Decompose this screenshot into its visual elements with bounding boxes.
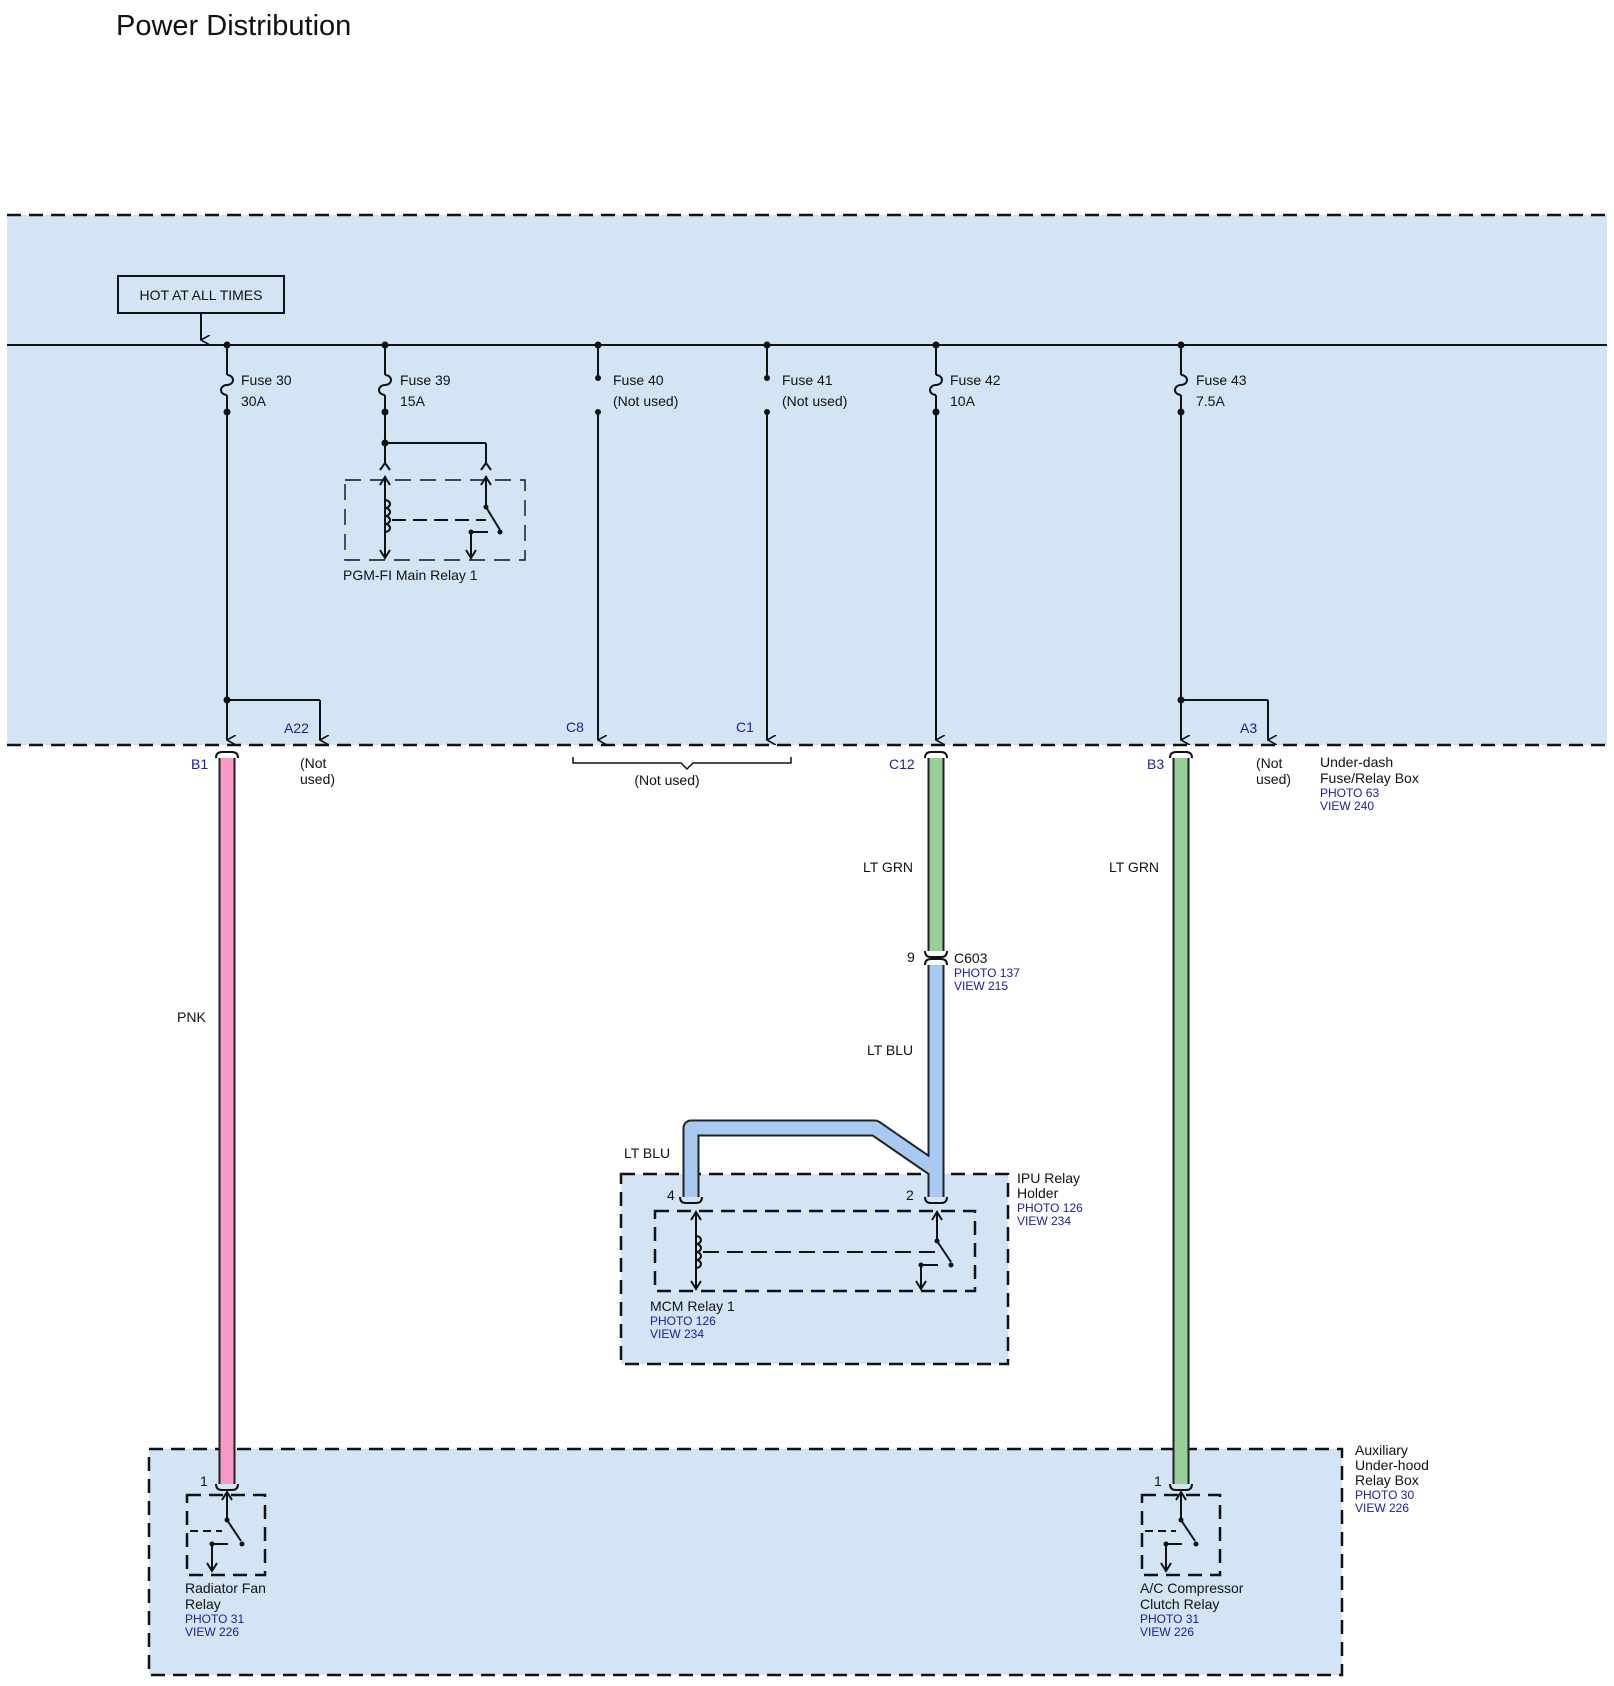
- fuse-42-name: Fuse 42: [950, 372, 1001, 388]
- fuse-43-name: Fuse 43: [1196, 372, 1247, 388]
- fuse-39-rating: 15A: [400, 393, 426, 409]
- c603-view-ref: VIEW 215: [954, 979, 1008, 993]
- ac-compressor-clutch-relay: 1 A/C Compressor Clutch Relay PHOTO 31 V…: [1140, 1473, 1244, 1639]
- pin-c8: C8: [566, 719, 584, 735]
- fuse-41-rating: (Not used): [782, 393, 847, 409]
- ac-relay-label-2: Clutch Relay: [1140, 1596, 1219, 1612]
- ipu-pin-2: 2: [906, 1187, 914, 1203]
- svg-text:Under-dash: Under-dash: [1320, 754, 1393, 770]
- rad-relay-label-1: Radiator Fan: [185, 1580, 266, 1596]
- ltblu-wire-label-1: LT BLU: [867, 1042, 913, 1058]
- mcm-view-ref: VIEW 234: [650, 1327, 704, 1341]
- pgm-relay-label: PGM-FI Main Relay 1: [343, 567, 478, 583]
- c603-photo-ref: PHOTO 137: [954, 966, 1020, 980]
- ac-relay-view-ref: VIEW 226: [1140, 1625, 1194, 1639]
- pnk-wire: PNK: [177, 751, 239, 1484]
- mcm-photo-ref: PHOTO 126: [650, 1314, 716, 1328]
- ac-relay-photo-ref: PHOTO 31: [1140, 1612, 1199, 1626]
- pin-c12: C12: [889, 756, 915, 772]
- c603-pin: 9: [907, 949, 915, 965]
- ac-relay-pin: 1: [1154, 1473, 1162, 1489]
- ltblu-wire: LT BLU LT BLU 4 2: [624, 965, 948, 1204]
- rad-relay-photo-ref: PHOTO 31: [185, 1612, 244, 1626]
- ltblu-wire-label-2: LT BLU: [624, 1145, 670, 1161]
- pgm-fi-main-relay-1: PGM-FI Main Relay 1: [343, 475, 526, 583]
- svg-text:Fuse/Relay Box: Fuse/Relay Box: [1320, 770, 1419, 786]
- aux-photo-ref: PHOTO 30: [1355, 1488, 1414, 1502]
- svg-text:IPU Relay: IPU Relay: [1017, 1170, 1080, 1186]
- a3-not-used-line1: (Not: [1256, 755, 1283, 771]
- a22-not-used-line1: (Not: [300, 755, 327, 771]
- page-title: Power Distribution: [116, 10, 351, 42]
- fuse-30-name: Fuse 30: [241, 372, 292, 388]
- c8-c1-brace: [572, 757, 792, 771]
- fuse-43-rating: 7.5A: [1196, 393, 1225, 409]
- ltgrn-wire-label-2: LT GRN: [1109, 859, 1159, 875]
- fuse-41: Fuse 41 (Not used): [763, 341, 847, 741]
- fuse-39: Fuse 39 15A: [378, 341, 492, 471]
- ipu-pin-4: 4: [667, 1187, 675, 1203]
- fuse-40-name: Fuse 40: [613, 372, 664, 388]
- a3-not-used-line2: used): [1256, 771, 1291, 787]
- fuse-43: Fuse 43 7.5A: [1174, 341, 1268, 741]
- ltgrn-wire-label-1: LT GRN: [863, 859, 913, 875]
- underdash-photo-ref: PHOTO 63: [1320, 786, 1379, 800]
- mcm-relay-label: MCM Relay 1: [650, 1298, 735, 1314]
- pin-a22: A22: [284, 720, 309, 736]
- fuse-39-name: Fuse 39: [400, 372, 451, 388]
- fuse-41-name: Fuse 41: [782, 372, 833, 388]
- fuse-30: Fuse 30 30A: [220, 341, 320, 741]
- rad-relay-view-ref: VIEW 226: [185, 1625, 239, 1639]
- auxiliary-underhood-relay-box: Auxiliary Under-hood Relay Box PHOTO 30 …: [147, 1442, 1429, 1677]
- c8-c1-not-used: (Not used): [634, 772, 699, 788]
- mcm-relay-1: MCM Relay 1 PHOTO 126 VIEW 234: [650, 1209, 977, 1341]
- ac-relay-label-1: A/C Compressor: [1140, 1580, 1244, 1596]
- fuse-40: Fuse 40 (Not used): [594, 341, 678, 741]
- fuse-42-rating: 10A: [950, 393, 976, 409]
- c603-connector: 9 C603 PHOTO 137 VIEW 215: [907, 949, 1020, 993]
- pin-b3: B3: [1147, 756, 1164, 772]
- ipu-view-ref: VIEW 234: [1017, 1214, 1071, 1228]
- ipu-photo-ref: PHOTO 126: [1017, 1201, 1083, 1215]
- svg-text:Auxiliary: Auxiliary: [1355, 1442, 1408, 1458]
- ltgrn-wire-c12: LT GRN: [863, 751, 948, 951]
- pin-a3: A3: [1240, 720, 1257, 736]
- svg-text:Relay Box: Relay Box: [1355, 1472, 1419, 1488]
- c603-name: C603: [954, 950, 988, 966]
- a22-not-used-line2: used): [300, 771, 335, 787]
- rad-relay-label-2: Relay: [185, 1596, 221, 1612]
- pnk-wire-label: PNK: [177, 1009, 206, 1025]
- rad-relay-pin: 1: [200, 1473, 208, 1489]
- underdash-box-label: Under-dash Fuse/Relay Box PHOTO 63 VIEW …: [1320, 754, 1419, 813]
- pin-b1: B1: [191, 756, 208, 772]
- fuse-40-rating: (Not used): [613, 393, 678, 409]
- underdash-view-ref: VIEW 240: [1320, 799, 1374, 813]
- pin-c1: C1: [736, 719, 754, 735]
- fuse-42: Fuse 42 10A: [929, 341, 1001, 741]
- ltgrn-wire-b3: LT GRN: [1109, 751, 1193, 1484]
- fuse-30-rating: 30A: [241, 393, 267, 409]
- svg-text:Under-hood: Under-hood: [1355, 1457, 1429, 1473]
- radiator-fan-relay: 1 Radiator Fan Relay PHOTO 31 VIEW 226: [185, 1473, 267, 1639]
- svg-text:Holder: Holder: [1017, 1185, 1059, 1201]
- svg-text:HOT AT ALL TIMES: HOT AT ALL TIMES: [140, 287, 263, 303]
- ipu-relay-holder: IPU Relay Holder PHOTO 126 VIEW 234: [619, 1170, 1083, 1366]
- hot-at-all-times-label: HOT AT ALL TIMES: [117, 275, 285, 340]
- aux-view-ref: VIEW 226: [1355, 1501, 1409, 1515]
